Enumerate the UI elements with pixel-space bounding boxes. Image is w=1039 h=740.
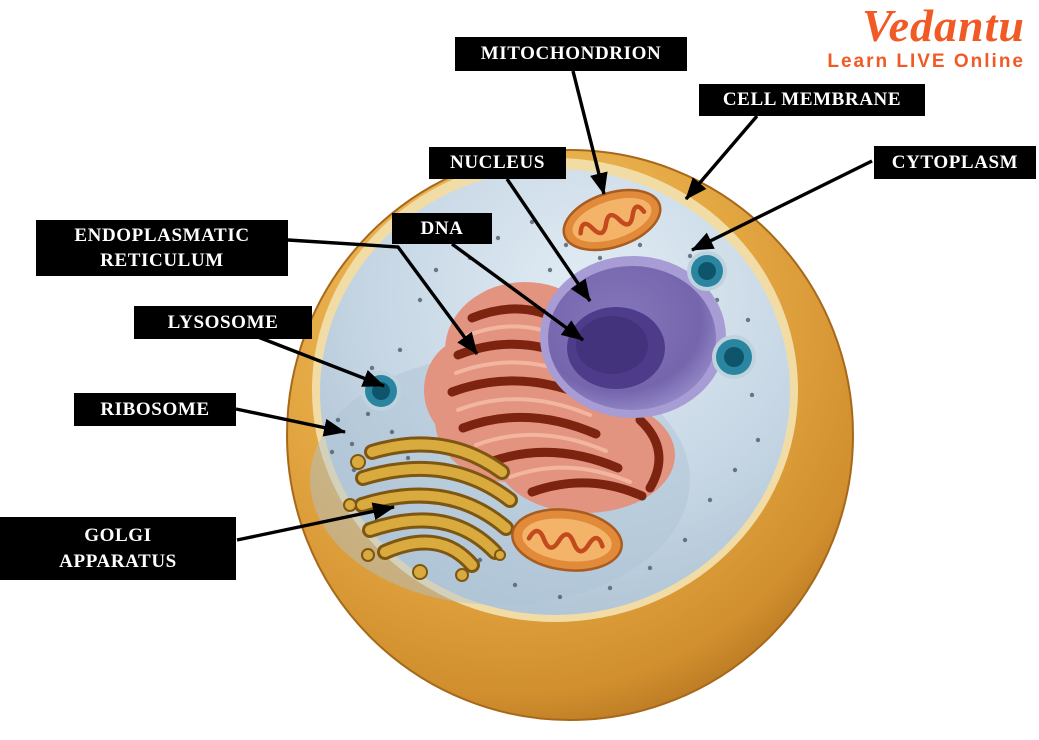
golgi-apparatus-shape: [343, 436, 518, 582]
pointer-arrows: [235, 70, 873, 542]
lysosome-shape: [361, 371, 401, 411]
label-mitochondrion: MITOCHONDRION: [455, 37, 687, 71]
arrow-cell-membrane: [684, 114, 759, 201]
arrow-mitochondrion: [571, 70, 608, 195]
brand-tagline: Learn LIVE Online: [827, 51, 1025, 73]
arrow-ribosome: [235, 407, 346, 437]
brand-logo-text: Vedantu: [862, 0, 1025, 51]
label-cytoplasm: CYTOPLASM: [874, 146, 1036, 179]
arrow-dna: [450, 242, 585, 342]
label-endoplasmatic-reticulum: ENDOPLASMATIC RETICULUM: [36, 220, 288, 276]
label-ribosome: RIBOSOME: [74, 393, 236, 426]
label-dna: DNA: [392, 213, 492, 244]
mitochondrion-bottom-shape: [511, 508, 623, 572]
ribosome-dots: [329, 219, 761, 600]
vedantu-brand: Vedantu Learn LIVE Online: [827, 0, 1025, 73]
arrow-endoplasmatic-reticulum: [287, 238, 479, 356]
lysosome-shape: [712, 335, 756, 379]
label-cell-membrane: CELL MEMBRANE: [699, 84, 925, 116]
arrow-lysosome: [257, 335, 385, 388]
lysosome-shape: [687, 251, 727, 291]
label-lysosome: LYSOSOME: [134, 306, 312, 339]
label-golgi-apparatus: GOLGI APPARATUS: [0, 517, 236, 580]
arrow-cytoplasm: [691, 159, 873, 252]
mitochondrion-top-shape: [562, 188, 662, 252]
label-nucleus: NUCLEUS: [429, 147, 566, 179]
arrow-golgi-apparatus: [236, 502, 395, 542]
arrow-nucleus: [505, 178, 592, 302]
lysosome-shapes: [361, 251, 756, 411]
